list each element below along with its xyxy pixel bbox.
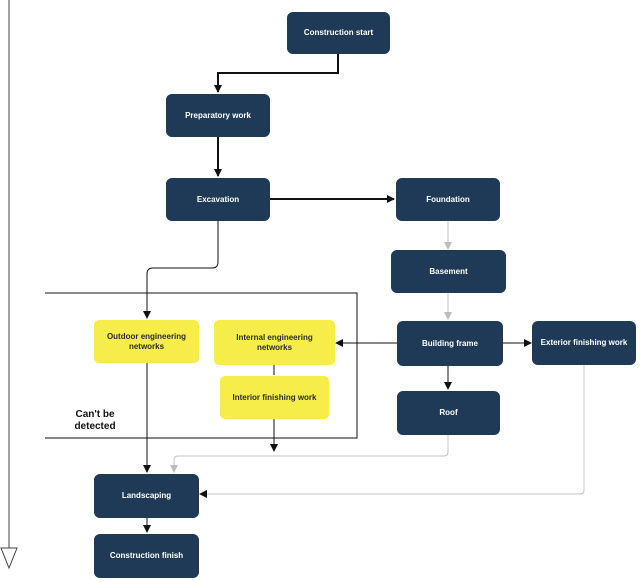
undetected-region-frame [45,292,358,439]
undetected-region-label: Can't be detected [74,409,116,432]
connector-start-to-preparatory [214,53,339,93]
node-basement: Basement [391,250,506,293]
node-excavation: Excavation [166,178,270,221]
connector-roof-to-landscaping [170,434,449,473]
node-exterior-finishing-work: Exterior finishing work [532,321,636,365]
node-interior-finishing-work: Interior finishing work [220,376,329,419]
node-foundation: Foundation [396,178,500,221]
node-roof: Roof [397,391,500,435]
connector-exterior-to-landscaping [199,364,585,498]
node-construction-start: Construction start [287,12,390,54]
connector-excavation-to-outdoor [143,220,219,319]
node-preparatory-work: Preparatory work [166,94,270,137]
node-construction-finish: Construction finish [94,534,199,578]
node-building-frame: Building frame [397,321,503,366]
timeline-arrow-head [0,547,18,570]
node-internal-engineering-networks: Internal engineering networks [214,320,335,365]
node-landscaping: Landscaping [94,474,199,518]
node-outdoor-engineering-networks: Outdoor engineering networks [94,320,199,363]
